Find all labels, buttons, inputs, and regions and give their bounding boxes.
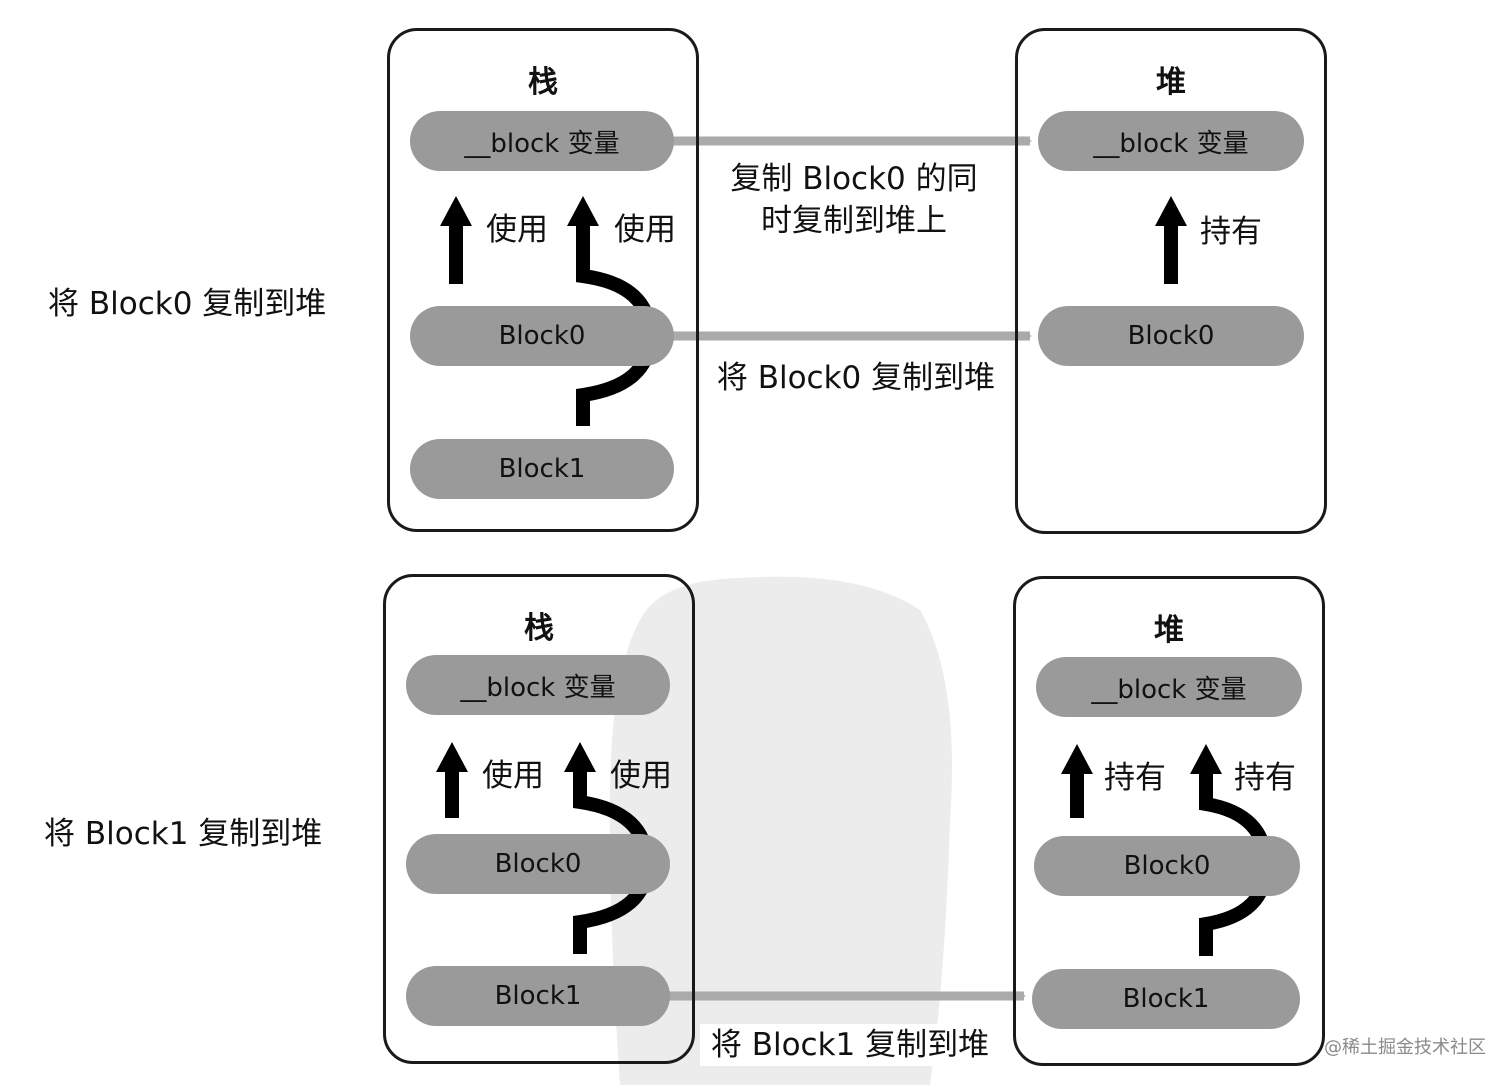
heap-block1-pill: Block1 (1032, 969, 1300, 1029)
arrow-bottom-stack-left (436, 742, 468, 818)
stack-block0-pill: Block0 (406, 834, 670, 894)
heap-panel-top: 堆 (1015, 28, 1327, 534)
heap-block0-pill: Block0 (1034, 836, 1300, 896)
stack-block-var-pill: __block 变量 (406, 655, 670, 715)
hold-label: 持有 (1200, 214, 1262, 250)
heap-title: 堆 (1154, 613, 1184, 648)
watermark-seal (609, 576, 952, 1085)
stack-panel-top: 栈 (387, 28, 699, 532)
caption-copy-var: 复制 Block0 的同 时复制到堆上 (716, 158, 992, 242)
side-label-top: 将 Block0 复制到堆 (48, 286, 327, 322)
hold-label: 持有 (1104, 760, 1166, 796)
use-label: 使用 (486, 212, 548, 248)
use-label: 使用 (482, 758, 544, 794)
arrow-top-heap-hold (1155, 196, 1187, 284)
arrow-bottom-heap-left (1061, 744, 1093, 818)
heap-block-var-pill: __block 变量 (1036, 657, 1302, 717)
hold-label: 持有 (1234, 760, 1296, 796)
heap-title: 堆 (1156, 65, 1186, 100)
use-label: 使用 (610, 758, 672, 794)
stack-block1-pill: Block1 (410, 439, 674, 499)
stack-block1-pill: Block1 (406, 966, 670, 1026)
caption-copy-block0: 将 Block0 复制到堆 (702, 357, 1010, 399)
stack-block0-pill: Block0 (410, 306, 674, 366)
side-label-bottom: 将 Block1 复制到堆 (44, 816, 323, 852)
arrow-top-stack-left (440, 196, 472, 284)
stack-title: 栈 (524, 611, 554, 646)
stack-title: 栈 (528, 65, 558, 100)
heap-panel-bottom: 堆 (1013, 576, 1325, 1066)
source-credit: @稀土掘金技术社区 (1324, 1037, 1486, 1058)
caption-copy-block1: 将 Block1 复制到堆 (700, 1024, 1000, 1066)
heap-block-var-pill: __block 变量 (1038, 111, 1304, 171)
heap-block0-pill: Block0 (1038, 306, 1304, 366)
use-label: 使用 (614, 212, 676, 248)
stack-block-var-pill: __block 变量 (410, 111, 674, 171)
stack-panel-bottom: 栈 (383, 574, 695, 1064)
